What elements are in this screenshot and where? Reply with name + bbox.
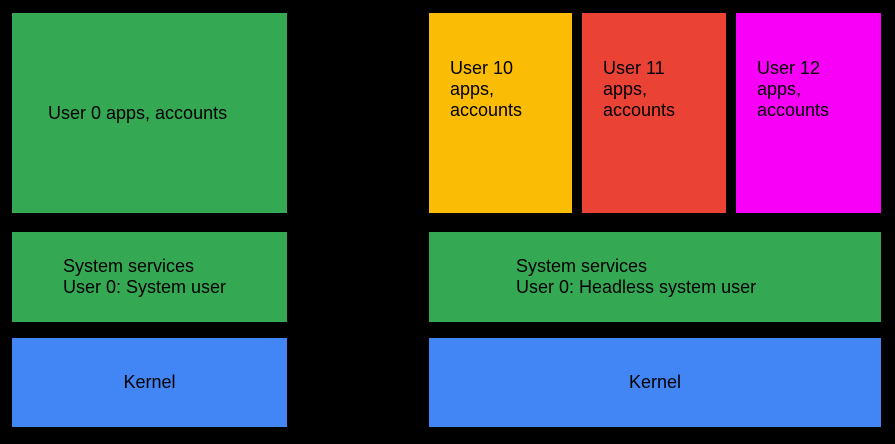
left-system-services-box: System services User 0: System user	[12, 232, 287, 322]
user10-apps-label: User 10 apps, accounts	[450, 58, 523, 120]
user12-apps-label: User 12 apps, accounts	[757, 58, 830, 120]
user0-apps-label: User 0 apps, accounts	[48, 102, 228, 123]
left-system-services-label: System services User 0: System user	[63, 256, 227, 297]
user11-apps-box: User 11 apps, accounts	[582, 13, 726, 213]
user11-apps-label: User 11 apps, accounts	[603, 58, 676, 120]
user0-apps-box: User 0 apps, accounts	[12, 13, 287, 213]
user12-apps-box: User 12 apps, accounts	[736, 13, 881, 213]
user10-apps-box: User 10 apps, accounts	[429, 13, 572, 213]
right-system-services-box: System services User 0: Headless system …	[429, 232, 881, 322]
right-kernel-box: Kernel	[429, 338, 881, 427]
right-kernel-label: Kernel	[628, 372, 682, 392]
left-kernel-box: Kernel	[12, 338, 287, 427]
left-kernel-label: Kernel	[123, 372, 176, 392]
right-system-services-label: System services User 0: Headless system …	[516, 256, 757, 297]
